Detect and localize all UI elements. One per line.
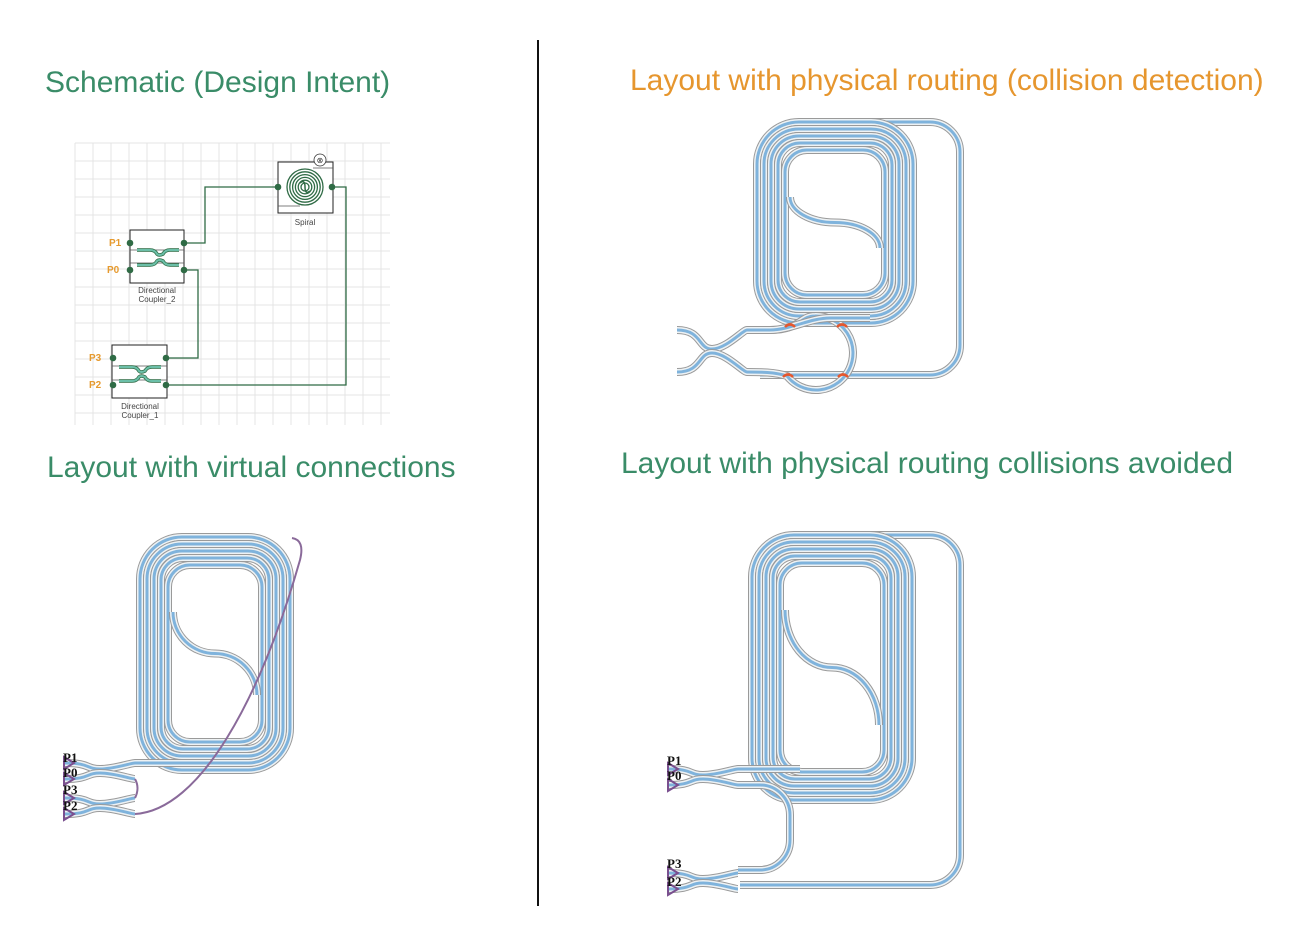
outer-route bbox=[760, 118, 964, 379]
loop-route bbox=[738, 781, 794, 874]
coupler1-label-line2: Coupler_1 bbox=[122, 411, 159, 420]
port-label-p0: P0 bbox=[107, 265, 120, 276]
spiral-ring bbox=[157, 554, 273, 753]
coupler-arm bbox=[64, 803, 136, 818]
virtual-link[interactable] bbox=[134, 537, 303, 815]
virtual-port-p3: P3 bbox=[63, 782, 78, 797]
spiral-ring bbox=[289, 171, 321, 203]
virtual-layout-panel bbox=[63, 533, 303, 822]
directional-coupler-2[interactable] bbox=[129, 229, 185, 284]
spiral-ring bbox=[291, 173, 319, 201]
port-dot-p3[interactable] bbox=[109, 354, 117, 362]
spiral-ring bbox=[164, 561, 266, 746]
coupler2-label-line1: Directional bbox=[138, 286, 176, 295]
avoided-layout-panel bbox=[667, 531, 964, 897]
port-dot-p0[interactable] bbox=[126, 266, 134, 274]
spiral-ring bbox=[297, 179, 313, 195]
port-label-p1: P1 bbox=[109, 238, 122, 249]
avoided-layout-title: Layout with physical routing collisions … bbox=[621, 447, 1234, 480]
virtual-link[interactable] bbox=[134, 778, 139, 799]
spiral-ring bbox=[150, 547, 280, 760]
avoided-port-p3: P3 bbox=[667, 856, 682, 871]
spiral-s-curve bbox=[299, 180, 311, 194]
collision-marker[interactable] bbox=[836, 323, 848, 328]
port-dot-p2[interactable] bbox=[109, 381, 117, 389]
coupler-arm bbox=[676, 326, 749, 354]
coupler-arm bbox=[667, 878, 739, 893]
virtual-port-p0: P0 bbox=[63, 765, 77, 780]
coupler1-label-line1: Directional bbox=[121, 402, 159, 411]
port-label-p2: P2 bbox=[89, 380, 102, 391]
virtual-port-p1: P1 bbox=[63, 750, 77, 765]
wire-coupler2-to-spiral[interactable] bbox=[184, 186, 278, 244]
avoided-port-p0: P0 bbox=[667, 768, 681, 783]
coupler2-label-line2: Coupler_2 bbox=[139, 295, 176, 304]
schematic-port-dots bbox=[109, 183, 336, 389]
spiral-ring bbox=[760, 125, 910, 320]
spiral-ring bbox=[143, 540, 287, 767]
port-dot[interactable] bbox=[274, 183, 282, 191]
coupler-arm bbox=[64, 768, 136, 783]
port-marker[interactable] bbox=[667, 881, 680, 897]
collision-marker[interactable] bbox=[782, 373, 794, 378]
spiral-ring bbox=[762, 545, 902, 790]
outer-route bbox=[740, 531, 964, 889]
spiral-ring bbox=[774, 139, 896, 306]
svg-text:⊗: ⊗ bbox=[317, 156, 324, 165]
spiral-s-bend bbox=[786, 196, 884, 249]
port-dot[interactable] bbox=[162, 354, 170, 362]
virtual-port-p2: P2 bbox=[63, 798, 77, 813]
spiral-ring bbox=[294, 176, 316, 198]
spiral-settings-icon[interactable]: ⊗ bbox=[313, 153, 327, 167]
port-marker[interactable] bbox=[63, 755, 76, 771]
port-label-p3: P3 bbox=[89, 353, 102, 364]
spiral-ring bbox=[748, 531, 916, 804]
divider-line bbox=[537, 40, 539, 906]
spiral-label: Spiral bbox=[295, 218, 316, 227]
spiral-ring bbox=[753, 118, 917, 327]
coupler-arm bbox=[667, 774, 739, 789]
wire-coupler2-to-coupler1[interactable] bbox=[166, 269, 199, 359]
port-marker[interactable] bbox=[667, 865, 680, 881]
spiral-ring bbox=[136, 533, 294, 774]
spiral-s-bend bbox=[781, 609, 883, 726]
port-dot-p1[interactable] bbox=[126, 239, 134, 247]
collision-layout-panel bbox=[676, 118, 964, 394]
spiral-component[interactable] bbox=[277, 161, 334, 214]
port-dot[interactable] bbox=[180, 239, 188, 247]
port-marker[interactable] bbox=[667, 761, 680, 777]
collision-marker[interactable] bbox=[837, 373, 849, 378]
wire-spiral-to-coupler1[interactable] bbox=[166, 186, 347, 386]
directional-coupler-1[interactable] bbox=[111, 344, 168, 399]
spiral-ring bbox=[767, 132, 903, 313]
port-marker[interactable] bbox=[667, 777, 680, 793]
avoided-port-p2: P2 bbox=[667, 874, 681, 889]
avoided-port-p1: P1 bbox=[667, 753, 681, 768]
spiral-ring bbox=[286, 168, 324, 206]
schematic-panel: ⊗ P1 P0 P3 P2 Spiral Directional Coupler… bbox=[74, 142, 390, 425]
port-dot[interactable] bbox=[180, 266, 188, 274]
spiral-ring bbox=[769, 552, 895, 783]
spiral-s-bend bbox=[169, 611, 261, 696]
port-marker[interactable] bbox=[63, 790, 76, 806]
spiral-ring bbox=[755, 538, 909, 797]
port-dot[interactable] bbox=[328, 183, 336, 191]
collision-layout-title: Layout with physical routing (collision … bbox=[630, 64, 1264, 97]
spiral-ring bbox=[776, 559, 888, 776]
coupler-arm bbox=[676, 348, 749, 376]
virtual-layout-title: Layout with virtual connections bbox=[47, 451, 456, 484]
port-marker[interactable] bbox=[63, 771, 76, 787]
port-marker[interactable] bbox=[63, 806, 76, 822]
schematic-title: Schematic (Design Intent) bbox=[45, 66, 391, 99]
collision-marker[interactable] bbox=[784, 323, 796, 328]
crossing-route bbox=[747, 314, 870, 334]
spiral-ring bbox=[781, 146, 889, 299]
port-dot[interactable] bbox=[162, 381, 170, 389]
